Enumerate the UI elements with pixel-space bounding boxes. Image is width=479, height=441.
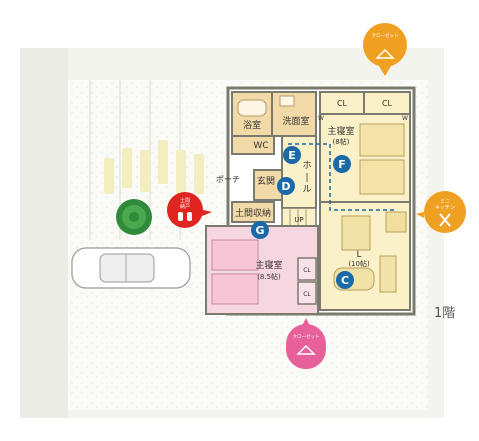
shoe-storage-callout[interactable]: 土間 納戸 bbox=[167, 192, 212, 228]
floor-label: 1階 bbox=[434, 306, 456, 321]
storage-label: 土間収納 bbox=[235, 207, 271, 219]
master-lower-name: 主寝室 bbox=[255, 259, 282, 271]
mini-kitchen-line-1: ミニ bbox=[440, 199, 450, 205]
car-icon bbox=[71, 247, 191, 289]
svg-text:C: C bbox=[341, 274, 349, 287]
wc-label: WC bbox=[253, 141, 268, 151]
window-mark-left: W bbox=[318, 115, 324, 122]
closet-top-left: CL bbox=[337, 99, 348, 108]
shoes-icon bbox=[178, 212, 192, 221]
master-upper-size: (8帖) bbox=[333, 137, 350, 146]
hall bbox=[281, 135, 317, 209]
hall-char-1: ホ bbox=[302, 160, 311, 171]
closet-lower-1: CL bbox=[303, 267, 311, 274]
shoe-storage-line-2: 納戸 bbox=[180, 203, 190, 210]
marker-d[interactable]: D bbox=[277, 177, 295, 195]
living-name: L bbox=[356, 250, 361, 260]
svg-text:E: E bbox=[288, 149, 296, 162]
earthen-storage bbox=[231, 201, 275, 223]
mini-kitchen-callout[interactable]: ミニ キッチン bbox=[416, 191, 466, 233]
svg-text:F: F bbox=[338, 158, 346, 171]
master-lower-size: (8.5帖) bbox=[257, 272, 281, 281]
road bbox=[20, 48, 68, 418]
porch-label: ポーチ bbox=[216, 175, 240, 184]
stepping-stones bbox=[104, 140, 204, 194]
washroom-label: 洗面室 bbox=[282, 115, 309, 127]
closet-bottom-callout-label: クローゼット bbox=[293, 333, 320, 340]
up-label: UP bbox=[294, 216, 303, 224]
marker-c[interactable]: C bbox=[336, 271, 354, 289]
window-mark-right: W bbox=[402, 115, 408, 122]
marker-g[interactable]: G bbox=[251, 221, 269, 239]
svg-text:G: G bbox=[255, 224, 264, 237]
hall-char-3: ル bbox=[302, 185, 311, 195]
closet-top-callout[interactable]: クローゼット bbox=[363, 23, 407, 76]
fork-knife-icon bbox=[439, 213, 451, 227]
hall-char-2: | bbox=[305, 173, 308, 183]
marker-f[interactable]: F bbox=[333, 155, 351, 173]
living-size: (10帖) bbox=[348, 259, 370, 268]
hanger-icon bbox=[296, 344, 316, 355]
closet-top-right: CL bbox=[382, 99, 393, 108]
marker-e[interactable]: E bbox=[283, 146, 301, 164]
closet-lower-2: CL bbox=[303, 291, 311, 298]
tree-icon bbox=[116, 199, 152, 235]
closet-bottom-callout[interactable]: クローゼット bbox=[286, 318, 326, 370]
mini-kitchen-line-2: キッチン bbox=[435, 205, 455, 211]
closet-top-callout-label: クローゼット bbox=[372, 32, 399, 39]
wc-room bbox=[231, 135, 275, 155]
hanger-icon bbox=[375, 48, 395, 59]
house bbox=[205, 86, 416, 316]
bath-label: 浴室 bbox=[243, 119, 261, 131]
master-upper-name: 主寝室 bbox=[327, 125, 354, 137]
entrance-label: 玄関 bbox=[257, 175, 275, 187]
svg-text:D: D bbox=[281, 180, 290, 193]
shoe-storage-line-1: 土間 bbox=[180, 197, 190, 204]
